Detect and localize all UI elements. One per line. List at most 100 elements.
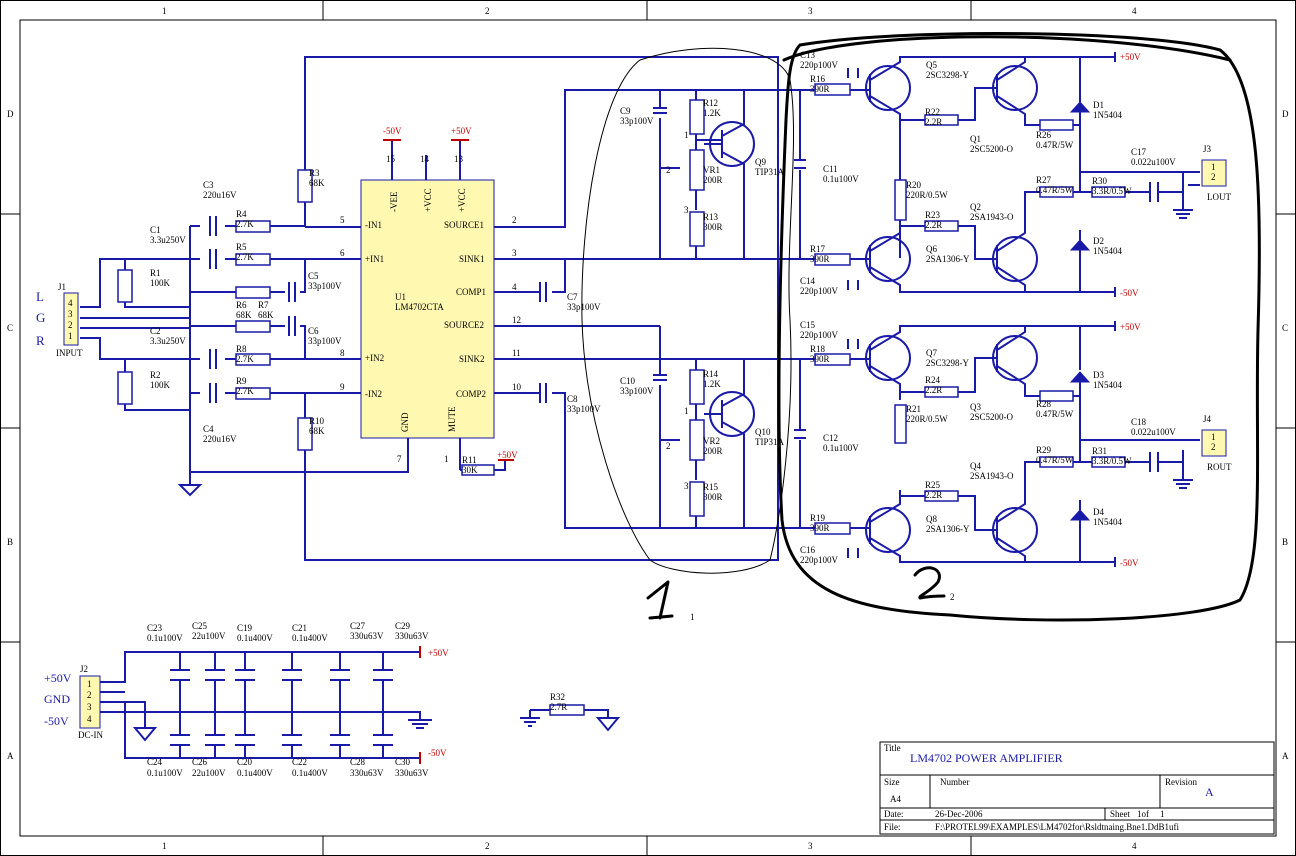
ic-pin-name: GND (400, 412, 410, 432)
component-ref: R5 (236, 242, 247, 252)
cap-val: 0.1u400V (237, 768, 273, 778)
component-ref: Q1 (970, 134, 981, 144)
col-label-bottom: 3 (808, 841, 813, 851)
row-label-right: C (1282, 323, 1288, 333)
component-ref: D2 (1093, 236, 1104, 246)
component-ref: R18 (810, 344, 826, 354)
pin-num: 1 (444, 454, 449, 464)
row-label-right: A (1282, 751, 1289, 761)
connector-name: ROUT (1207, 462, 1232, 472)
component-ref: Q3 (970, 402, 981, 412)
connector-pin: 2 (1211, 172, 1216, 182)
row-label-left: A (7, 751, 14, 761)
component-value: 1.2K (703, 108, 721, 118)
component-ref: VR1 (703, 165, 720, 175)
ic-pin-name: +VCC (457, 188, 467, 212)
component-value: 68K (309, 178, 325, 188)
component-ref: R3 (309, 168, 320, 178)
row-label-left: D (7, 109, 14, 119)
connector-pin: 2 (1211, 442, 1216, 452)
component-value: 2.7K (236, 219, 254, 229)
cap-ref: C20 (237, 757, 253, 767)
connector-pin: 1 (1211, 162, 1216, 172)
component-value: 2.2R (925, 117, 942, 127)
cap-val: 22u100V (192, 631, 226, 641)
j2-pin: 2 (87, 690, 92, 700)
component-value: 390R (810, 523, 830, 533)
component-value: 2SC3298-Y (926, 358, 970, 368)
ic-ref: U1 (395, 292, 406, 302)
component-value: 2.7K (236, 252, 254, 262)
mute-resistor: +50V (460, 450, 518, 476)
pin-num: 4 (512, 282, 517, 292)
component-value: 0.1u100V (823, 443, 859, 453)
ic-u1[interactable]: U1 LM4702CTA -IN1 +IN1 +IN2 -IN2 SOURCE1… (305, 126, 700, 470)
component-value: 33p100V (620, 386, 654, 396)
component-ref: R23 (925, 210, 941, 220)
j2-name: DC-IN (78, 730, 103, 740)
connector-name: LOUT (1207, 192, 1231, 202)
hand-mark: 2 (950, 592, 955, 602)
row-label-right: B (1282, 537, 1288, 547)
row-label-left: C (7, 323, 13, 333)
component-value: 0.022u100V (1131, 427, 1176, 437)
dc-label: +50V (44, 671, 72, 685)
component-ref: R1 (150, 268, 161, 278)
component-ref: C1 (150, 225, 161, 235)
cap-val: 0.1u400V (292, 768, 328, 778)
component-value: 2.7K (236, 354, 254, 364)
pot-pin: 2 (666, 165, 671, 175)
cap-ref: C29 (395, 621, 411, 631)
component-labels: C13.3u250VC23.3u250VC3220u16VC4220u16VC5… (150, 50, 1232, 712)
cap-ref: C19 (237, 623, 253, 633)
component-ref: R2 (150, 370, 161, 380)
component-ref: C9 (620, 106, 631, 116)
component-ref: C3 (203, 180, 214, 190)
cap-ref: C22 (292, 757, 307, 767)
output-stage (778, 52, 1227, 567)
component-ref: C15 (800, 320, 816, 330)
cap-val: 330u63V (350, 631, 384, 641)
file-label: File: (884, 822, 901, 832)
pin-num: 7 (397, 454, 402, 464)
component-ref: R25 (925, 480, 941, 490)
component-ref: R10 (309, 416, 325, 426)
component-ref: R24 (925, 375, 941, 385)
component-ref: R29 (1036, 445, 1052, 455)
ic-pin-name: +VCC (423, 188, 433, 212)
pin-num: 15 (386, 154, 396, 164)
pin-num: 14 (420, 154, 430, 164)
component-ref: R26 (1036, 130, 1052, 140)
cap-val: 330u63V (395, 631, 429, 641)
cap-ref: C27 (350, 621, 366, 631)
component-ref: D3 (1093, 370, 1104, 380)
pin-num: 9 (340, 382, 345, 392)
component-value: 2SC5200-O (970, 412, 1014, 422)
component-ref: R12 (703, 98, 718, 108)
title-text: LM4702 POWER AMPLIFIER (910, 751, 1063, 765)
component-value: 100K (150, 278, 171, 288)
rail-label: -50V (383, 126, 402, 136)
component-value: 300R (703, 492, 723, 502)
component-ref: R31 (1092, 446, 1107, 456)
rail-label: +50V (1120, 322, 1141, 332)
component-ref: D4 (1093, 507, 1104, 517)
component-value: 33p100V (567, 302, 601, 312)
cap-val: 22u100V (192, 768, 226, 778)
component-value: 220R/0.5W (906, 190, 948, 200)
col-label-bottom: 2 (485, 841, 490, 851)
component-value: 390R (810, 84, 830, 94)
component-ref: R17 (810, 244, 826, 254)
connector-pin: 1 (1211, 432, 1216, 442)
col-label-top: 4 (1132, 6, 1137, 16)
component-value: 68K (236, 310, 252, 320)
component-ref: Q5 (926, 60, 937, 70)
component-ref: R13 (703, 212, 719, 222)
component-value: 1N5404 (1093, 517, 1122, 527)
component-value: 100K (150, 380, 171, 390)
component-ref: C7 (567, 292, 578, 302)
component-value: 220p100V (800, 286, 839, 296)
rail-label: +50V (428, 648, 449, 658)
cap-ref: C30 (395, 757, 411, 767)
component-ref: Q2 (970, 202, 981, 212)
